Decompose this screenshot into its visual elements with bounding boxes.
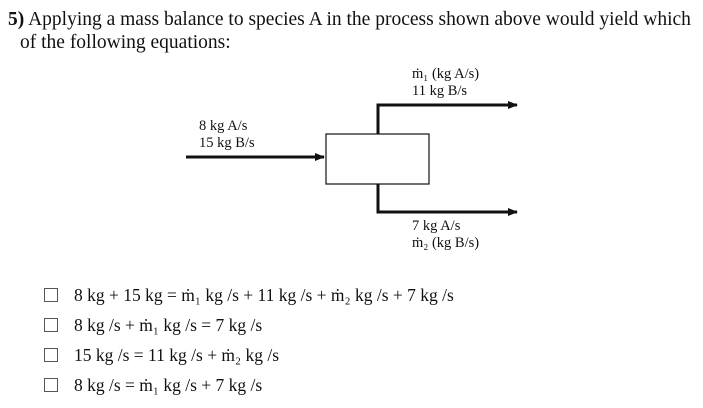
answer-option-1[interactable]: 8 kg + 15 kg = ṁ₁ kg /s + 11 kg /s + ṁ₂ … bbox=[44, 281, 454, 309]
input-stream-component-b: 15 kg B/s bbox=[199, 135, 255, 151]
answer-checkbox-3[interactable] bbox=[44, 348, 58, 362]
bottom-output-stream-arrow bbox=[376, 184, 518, 216]
bottom-stream-component-b: ṁ₂ (kg B/s) bbox=[412, 235, 480, 251]
bottom-stream-component-a: 7 kg A/s bbox=[412, 218, 461, 234]
answer-option-3[interactable]: 15 kg /s = 11 kg /s + ṁ₂ kg /s bbox=[44, 341, 279, 369]
answer-checkbox-4[interactable] bbox=[44, 378, 58, 392]
top-stream-label: ṁ₁ (kg A/s) 11 kg B/s bbox=[412, 66, 479, 100]
question-text: 5) Applying a mass balance to species A … bbox=[8, 8, 698, 54]
answer-text-1: 8 kg + 15 kg = ṁ₁ kg /s + 11 kg /s + ṁ₂ … bbox=[74, 284, 454, 305]
answer-checkbox-1[interactable] bbox=[44, 288, 58, 302]
process-flow-svg bbox=[186, 101, 518, 216]
answer-option-2[interactable]: 8 kg /s + ṁ₁ kg /s = 7 kg /s bbox=[44, 311, 262, 339]
question-line-2: of the following equations: bbox=[20, 32, 231, 53]
answer-checkbox-2[interactable] bbox=[44, 318, 58, 332]
question-number: 5) bbox=[8, 9, 25, 30]
top-output-stream-arrow bbox=[376, 101, 518, 134]
answer-text-4: 8 kg /s = ṁ₁ kg /s + 7 kg /s bbox=[74, 374, 263, 395]
top-stream-component-b: 11 kg B/s bbox=[412, 83, 468, 99]
process-unit-box bbox=[325, 133, 430, 185]
input-stream-component-a: 8 kg A/s bbox=[199, 118, 248, 134]
top-stream-component-a: ṁ₁ (kg A/s) bbox=[412, 66, 480, 82]
bottom-stream-label: 7 kg A/s ṁ₂ (kg B/s) bbox=[412, 218, 479, 252]
input-stream-label: 8 kg A/s 15 kg B/s bbox=[199, 118, 255, 152]
process-diagram: ṁ₁ (kg A/s) 11 kg B/s 8 kg A/s 15 kg B/s… bbox=[186, 66, 518, 252]
answer-text-3: 15 kg /s = 11 kg /s + ṁ₂ kg /s bbox=[74, 344, 280, 365]
answer-option-4[interactable]: 8 kg /s = ṁ₁ kg /s + 7 kg /s bbox=[44, 371, 262, 399]
question-prompt: Applying a mass balance to species A in … bbox=[28, 9, 691, 30]
question-line-1: 5) Applying a mass balance to species A … bbox=[8, 8, 698, 31]
answer-text-2: 8 kg /s + ṁ₁ kg /s = 7 kg /s bbox=[74, 314, 263, 335]
